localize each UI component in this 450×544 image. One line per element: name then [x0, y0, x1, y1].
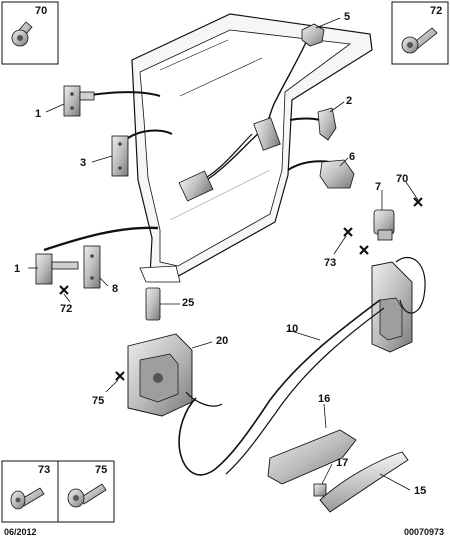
part-16-handle-base — [267, 429, 357, 485]
callout-5: 5 — [344, 11, 350, 23]
part-25 — [145, 287, 161, 321]
cross-marker-icon — [359, 245, 369, 255]
footer-reference: 00070973 — [403, 527, 444, 537]
callout-3: 3 — [80, 157, 86, 169]
part-1-lower — [35, 253, 79, 285]
box-73-number: 73 — [38, 464, 50, 476]
callout-2: 2 — [346, 95, 352, 107]
callout-72: 72 — [60, 303, 72, 315]
part-3 — [111, 135, 129, 177]
callout-10: 10 — [286, 323, 298, 335]
part-17 — [313, 483, 327, 497]
callout-8: 8 — [112, 283, 118, 295]
callout-20: 20 — [216, 335, 228, 347]
cross-marker-icon — [59, 285, 69, 295]
sliding-door-outline — [43, 13, 373, 283]
callout-15: 15 — [414, 485, 426, 497]
callout-70: 70 — [396, 173, 408, 185]
box-70-number: 70 — [35, 5, 47, 17]
torx-screw-icon — [11, 21, 33, 47]
fastener-box-75: 75 — [57, 460, 115, 523]
part-2 — [317, 107, 337, 141]
callout-75: 75 — [92, 395, 104, 407]
fastener-box-73: 73 — [1, 460, 59, 523]
callout-17: 17 — [336, 457, 348, 469]
torx-screw-icon — [401, 27, 438, 54]
cross-marker-icon — [413, 197, 423, 207]
torx-screw-icon — [67, 483, 107, 508]
part-20-lock — [127, 333, 193, 417]
part-5 — [301, 23, 325, 47]
cross-marker-icon — [115, 371, 125, 381]
fastener-box-72: 72 — [391, 1, 449, 65]
part-8 — [83, 245, 101, 289]
box-72-number: 72 — [430, 5, 442, 17]
cross-marker-icon — [343, 227, 353, 237]
callout-16: 16 — [318, 393, 330, 405]
part-6 — [319, 159, 355, 189]
callout-7: 7 — [375, 181, 381, 193]
callout-6: 6 — [349, 151, 355, 163]
callout-1-lower: 1 — [14, 263, 20, 275]
rear-lock-assembly — [371, 261, 413, 353]
callout-25: 25 — [182, 297, 194, 309]
part-1-upper — [63, 85, 95, 117]
part-10-cables — [178, 256, 426, 476]
box-75-number: 75 — [95, 464, 107, 476]
footer-date: 06/2012 — [4, 527, 37, 537]
part-15-outer-handle — [319, 451, 409, 513]
leader-lines — [28, 17, 419, 491]
callout-1-upper: 1 — [35, 108, 41, 120]
callout-73: 73 — [324, 257, 336, 269]
torx-screw-icon — [10, 487, 45, 510]
part-7 — [373, 209, 395, 241]
fastener-box-70: 70 — [1, 1, 59, 65]
